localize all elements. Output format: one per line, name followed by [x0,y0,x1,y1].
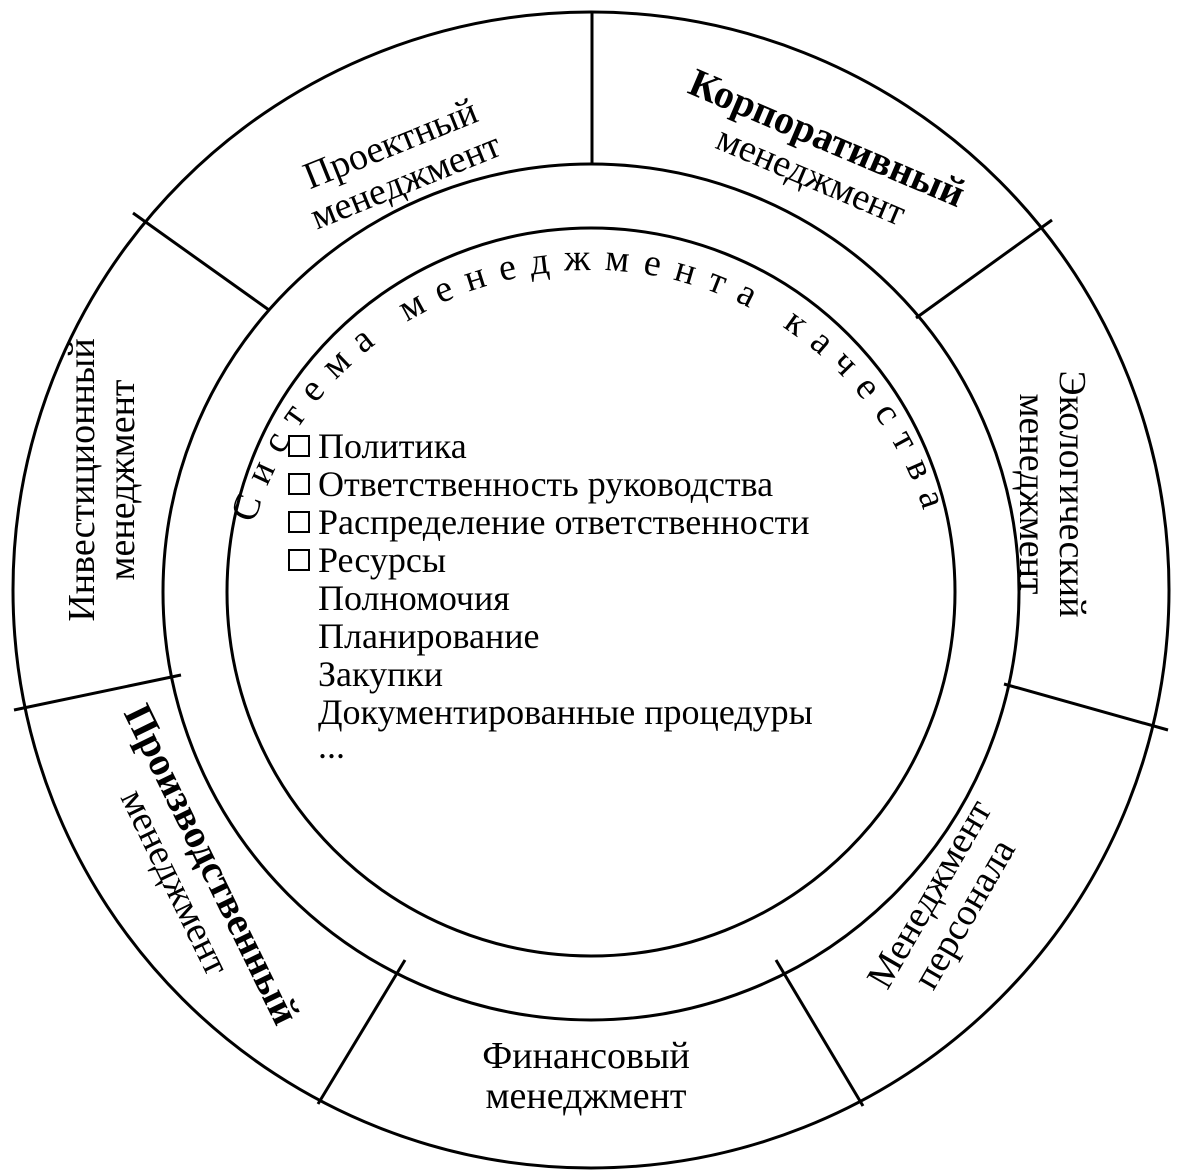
segment-financial-line2: менеджмент [485,1075,686,1117]
segment-project: Проектный менеджмент [298,90,507,238]
divider-lower-right [1003,682,1169,732]
center-item-authority: Полномочия [318,578,510,618]
segment-financial: Финансовый менеджмент [482,1035,690,1117]
center-item-purchasing: Закупки [318,654,443,694]
center-list: Политика Ответственность руководства Рас… [288,426,813,766]
segment-financial-line1: Финансовый [482,1035,690,1077]
segment-ecological-line1: Экологический [1051,371,1093,618]
center-item-ellipsis: ... [318,726,345,766]
center-item-responsibility: Распределение ответственности [318,502,810,542]
divider-upper-left [132,211,270,312]
checkbox-icon [288,435,310,457]
segment-investment-line2: менеджмент [101,379,143,580]
segment-ecological-line2: менеджмент [1011,393,1053,594]
center-item-planning: Планирование [318,616,539,656]
center-item-resources: Ресурсы [318,540,446,580]
checkbox-icon [288,511,310,533]
checkbox-icon [288,473,310,495]
middle-ring [161,162,1021,1022]
segment-ecological: Экологический менеджмент [1011,371,1093,618]
center-item-leadership: Ответственность руководства [318,464,773,504]
segment-investment: Инвестиционный менеджмент [61,338,143,621]
checkbox-icon [288,549,310,571]
segment-corporate: Корпоративный менеджмент [683,59,972,234]
center-item-procedures: Документированные процедуры [318,692,813,732]
inner-ring [225,226,957,958]
divider-bottom-left [316,959,407,1105]
divider-bottom-right [774,959,865,1107]
divider-lower-left [13,673,182,712]
center-item-policy: Политика [318,426,467,466]
segment-investment-line1: Инвестиционный [61,338,103,621]
outer-ring [11,10,1171,1170]
divider-upper-right [915,218,1053,320]
